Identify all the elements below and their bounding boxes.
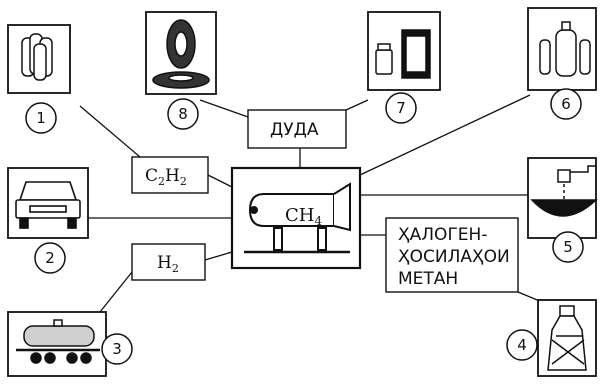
hydrogen-label-box: H2	[132, 244, 205, 280]
item-4-number: 4	[517, 336, 527, 354]
item-8-number: 8	[178, 105, 188, 123]
item-6-gas-cylinders: 6	[528, 8, 596, 119]
item-1-number: 1	[36, 109, 46, 127]
soot-label-box: ДУДА	[248, 110, 346, 148]
item-7-number: 7	[396, 99, 406, 117]
item-5-number: 5	[563, 238, 573, 256]
item-5-faucet: 5	[528, 158, 596, 262]
item-3-tank-wagon: 3	[8, 312, 132, 376]
item-2-car: 2	[8, 168, 88, 273]
item-8-tires: 8	[146, 12, 216, 129]
soot-label: ДУДА	[270, 120, 319, 140]
halogen-line-1: ҲАЛОГЕН-	[398, 225, 487, 245]
item-2-number: 2	[45, 249, 55, 267]
methane-tank-box: CH4	[232, 168, 360, 268]
halogen-derivatives-box: ҲАЛОГЕН- ҲОСИЛАҲОИ МЕТАН	[386, 218, 518, 292]
item-7-jars: 7	[368, 12, 440, 123]
item-6-number: 6	[561, 95, 571, 113]
item-4-bottle: 4	[507, 300, 596, 376]
item-1-cylinders: 1	[8, 25, 70, 133]
halogen-line-2: ҲОСИЛАҲОИ	[398, 247, 510, 267]
cylinders-icon	[22, 34, 52, 80]
halogen-line-3: МЕТАН	[398, 269, 458, 289]
acetylene-label-box: C2H2	[132, 157, 208, 193]
item-3-number: 3	[112, 340, 122, 358]
